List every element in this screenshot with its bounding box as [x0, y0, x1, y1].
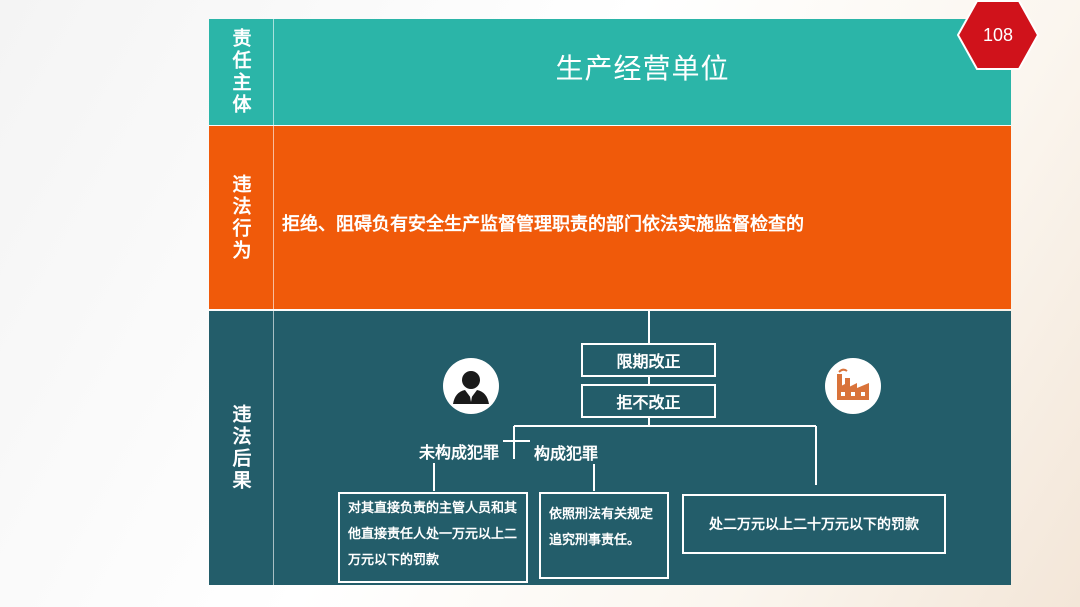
violation-label: 违法行为 — [229, 173, 252, 262]
criminal-box: 依照刑法有关规定追究刑事责任。 — [539, 492, 669, 579]
subject-content: 生产经营单位 — [555, 52, 730, 85]
penalty-person-box: 对其直接负责的主管人员和其他直接责任人处一万元以上二万元以下的罚款 — [338, 492, 528, 583]
factory-icon — [825, 358, 881, 414]
subject-body: 生产经营单位 — [274, 19, 1011, 125]
page-number-badge: 108 — [957, 0, 1039, 70]
violation-body: 拒绝、阻碍负有安全生产监督管理职责的部门依法实施监督检查的 — [274, 126, 1011, 309]
violation-row: 违法行为 拒绝、阻碍负有安全生产监督管理职责的部门依法实施监督检查的 — [209, 126, 1011, 309]
consequence-label: 违法后果 — [229, 404, 252, 492]
step-refuse-text: 拒不改正 — [616, 393, 681, 412]
violation-content: 拒绝、阻碍负有安全生产监督管理职责的部门依法实施监督检查的 — [282, 214, 804, 235]
hexagon-badge-shape — [957, 0, 1039, 70]
subject-label-cell: 责任主体 — [209, 19, 274, 125]
step-deadline-box: 限期改正 — [581, 343, 716, 377]
subject-label: 责任主体 — [229, 28, 252, 116]
consequence-row: 违法后果 限期改正 拒不改正 — [209, 311, 1011, 585]
consequence-label-cell: 违法后果 — [209, 311, 274, 585]
violation-label-cell: 违法行为 — [209, 126, 274, 309]
branch-no-crime: 未构成犯罪 — [415, 439, 504, 463]
subject-row: 责任主体 生产经营单位 — [209, 19, 1011, 125]
branch-crime: 构成犯罪 — [530, 440, 603, 464]
step-deadline-text: 限期改正 — [616, 352, 681, 371]
slide: 责任主体 生产经营单位 违法行为 拒绝、阻碍负有安全生产监督管理职责的部门依法实… — [209, 19, 1011, 585]
penalty-person-text: 对其直接负责的主管人员和其他直接责任人处一万元以上二万元以下的罚款 — [348, 501, 518, 568]
penalty-unit-box: 处二万元以上二十万元以下的罚款 — [682, 494, 946, 554]
penalty-unit-text: 处二万元以上二十万元以下的罚款 — [709, 517, 919, 533]
page-number: 108 — [982, 24, 1014, 45]
consequence-body: 限期改正 拒不改正 未构成犯罪 构成犯罪 对其直接负责的主管人员和其他直接责任人… — [274, 311, 1011, 585]
step-refuse-box: 拒不改正 — [581, 384, 716, 418]
person-icon — [443, 358, 499, 414]
criminal-text: 依照刑法有关规定追究刑事责任。 — [549, 507, 654, 548]
